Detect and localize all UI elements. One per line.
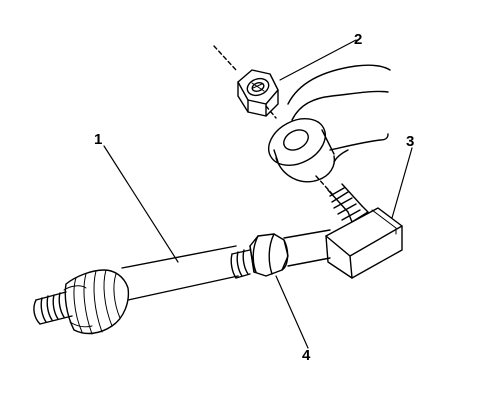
outer-tie-rod-end: [325, 207, 403, 279]
callout-label-4: 4: [302, 347, 311, 364]
leader-lines: [103, 39, 413, 349]
leader-line-3: [391, 147, 413, 219]
callout-label-1: 1: [94, 131, 102, 148]
jam-nut-threads: [230, 249, 251, 279]
tie-rod-shaft: [121, 229, 331, 301]
jam-nut: [249, 233, 289, 277]
leader-line-2: [279, 39, 357, 81]
callout-label-3: 3: [406, 133, 414, 150]
leader-line-1: [103, 145, 179, 263]
ball-stud-threads: [327, 183, 369, 223]
callout-label-2: 2: [354, 31, 362, 48]
hex-nut: [237, 69, 279, 117]
leader-line-4: [275, 275, 309, 349]
inner-knurled-nut: [63, 269, 130, 335]
inner-threaded-end: [33, 291, 73, 325]
knuckle-eye: [268, 118, 336, 183]
